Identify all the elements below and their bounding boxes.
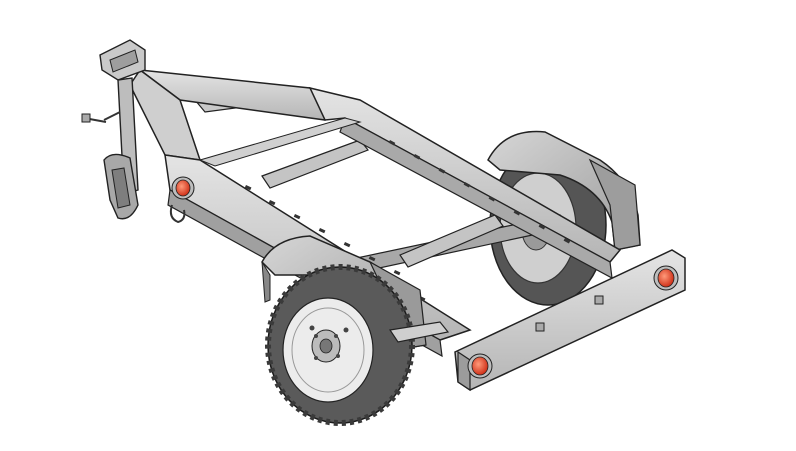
tail-light-left	[467, 353, 493, 379]
rear-bumper	[454, 249, 686, 392]
far-fender	[487, 130, 641, 251]
tongue-jack	[81, 39, 146, 220]
side-marker-light	[171, 176, 195, 200]
tail-light-right	[653, 265, 679, 291]
safety-chain-hook	[169, 204, 186, 224]
near-wheel	[265, 264, 415, 426]
fender-step	[388, 321, 450, 343]
